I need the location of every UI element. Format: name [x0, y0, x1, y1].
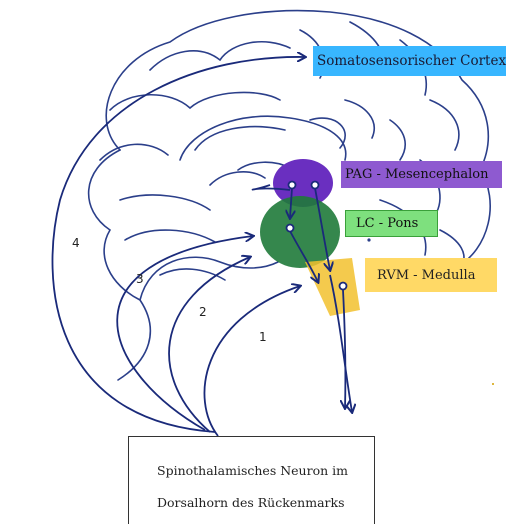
rvm-label: RVM - Medulla [365, 258, 497, 292]
pathway-number-4: 4 [72, 236, 80, 250]
pathway-2-arrow [169, 257, 250, 432]
marker-dot [492, 383, 494, 385]
pathway-1-arrow [204, 286, 300, 436]
pathway-number-2: 2 [199, 305, 207, 319]
lc-label-text: LC - Pons [356, 216, 418, 231]
cortex-label: Somatosensorischer Cortex [313, 46, 506, 76]
pathway-number-3: 3 [136, 272, 144, 286]
lc-label: LC - Pons [345, 210, 438, 237]
marker-dot [367, 238, 370, 241]
pathway-number-1: 1 [259, 330, 267, 344]
rvm-label-text: RVM - Medulla [377, 268, 475, 283]
pag-label: PAG - Mesencephalon [341, 161, 502, 188]
pag-label-text: PAG - Mesencephalon [345, 167, 489, 182]
cortex-label-text: Somatosensorischer Cortex [317, 53, 506, 69]
neuron-box-line-2: Dorsalhorn des Rückenmarks [157, 495, 345, 510]
spinothalamic-neuron-box: Spinothalamisches Neuron im Dorsalhorn d… [128, 436, 375, 524]
neuron-box-line-1: Spinothalamisches Neuron im [157, 463, 348, 478]
